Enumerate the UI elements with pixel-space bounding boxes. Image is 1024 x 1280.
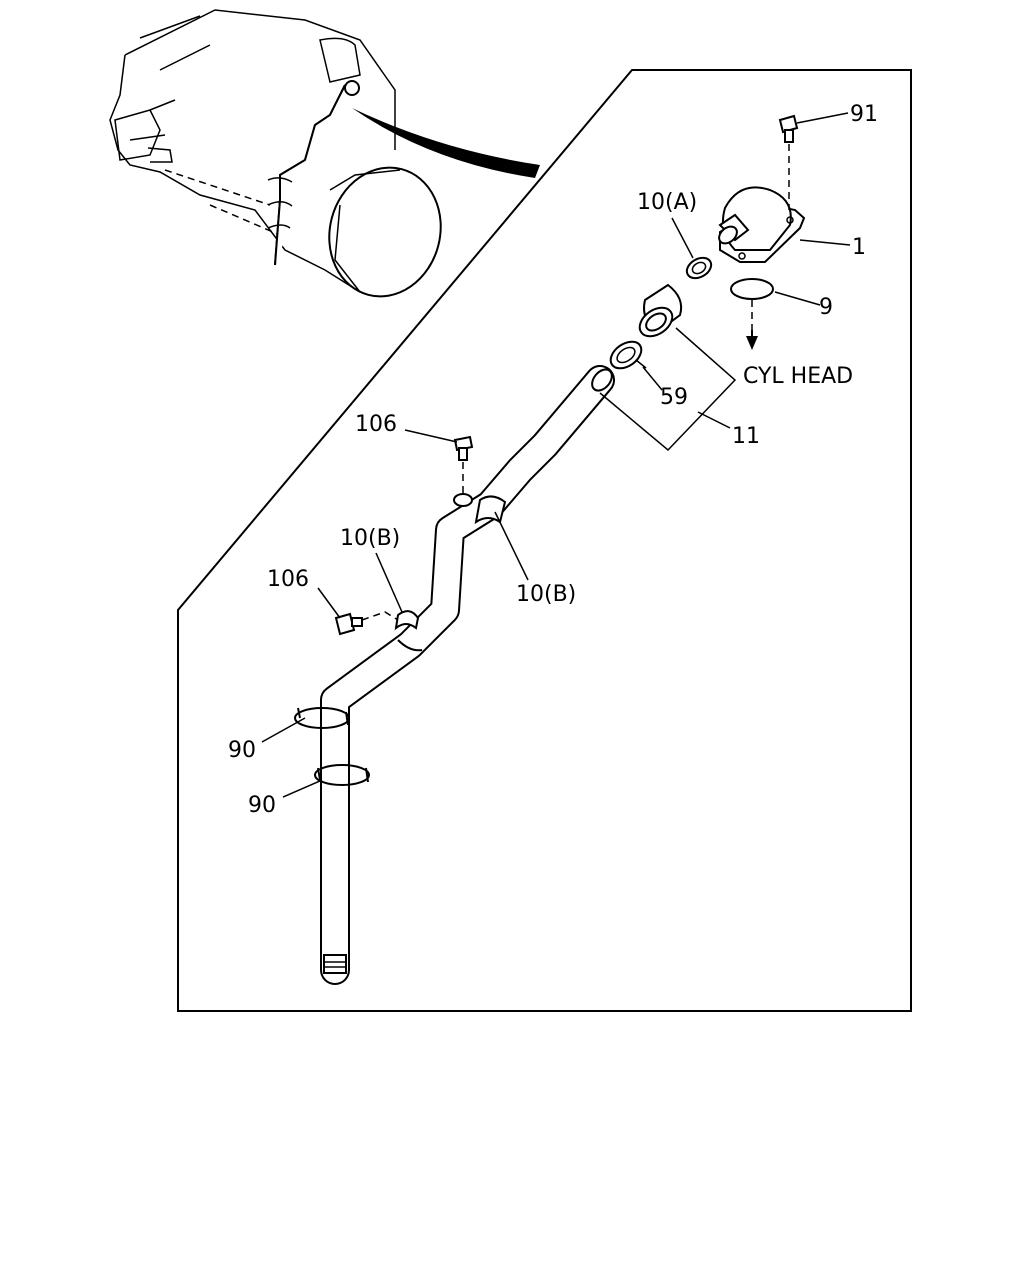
hose-11: [638, 283, 683, 338]
clip-90-upper: [294, 707, 350, 729]
clamp-10b-lower: [394, 610, 420, 631]
water-pipe: [320, 365, 615, 985]
clip-90-lower: [314, 764, 370, 786]
clamp-10b-upper: [474, 495, 507, 525]
label-10b-upper: 10(B): [340, 526, 400, 551]
label-1: 1: [852, 235, 866, 260]
label-90-upper: 90: [228, 738, 256, 763]
bolt-106-left: [334, 611, 399, 636]
label-10b-lower: 10(B): [516, 582, 576, 607]
detail-frame: [177, 69, 912, 1012]
clamp-10a: [685, 256, 713, 280]
label-106-top: 106: [355, 412, 397, 437]
label-90-lower: 90: [248, 793, 276, 818]
gasket-9: [730, 278, 774, 350]
bolt-106-top: [453, 435, 474, 507]
label-11: 11: [732, 424, 760, 449]
label-10a: 10(A): [637, 190, 697, 215]
label-cyl-head: CYL HEAD: [743, 364, 853, 389]
label-9: 9: [819, 295, 833, 320]
label-59: 59: [660, 385, 688, 410]
thermostat-housing: [718, 186, 806, 263]
clamp-59: [609, 340, 647, 370]
leader-lines: [261, 112, 851, 798]
label-91: 91: [850, 102, 878, 127]
engine-overview: [109, 9, 540, 298]
label-106-left: 106: [267, 567, 309, 592]
bolt-91: [778, 114, 799, 210]
